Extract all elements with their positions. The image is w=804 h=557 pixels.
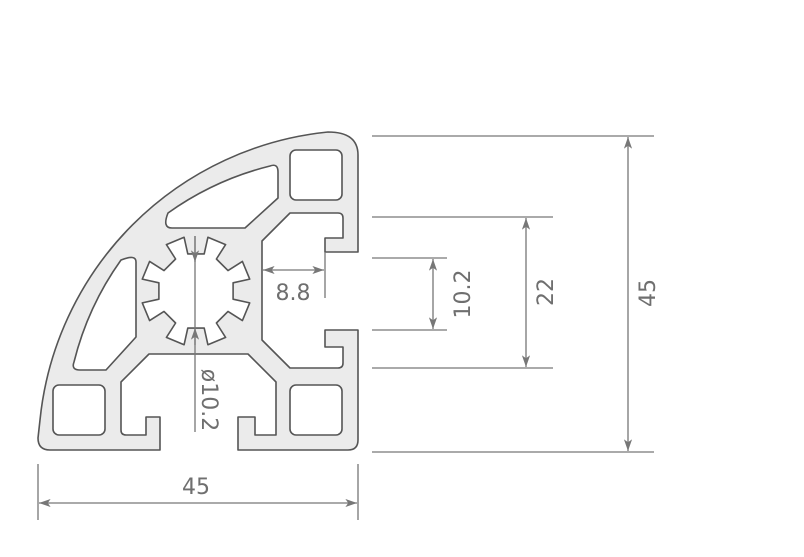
cavity-bottom-left — [52, 384, 106, 436]
width-label: 45 — [182, 475, 210, 500]
slot-depth-label: 8.8 — [276, 281, 311, 306]
slot-opening-label: 10.2 — [451, 270, 476, 319]
center-bore — [141, 236, 251, 346]
cavity-left-arc — [72, 256, 137, 371]
height-label: 45 — [636, 279, 661, 307]
cavity-bottom-right — [289, 384, 343, 436]
cavity-top-right — [289, 149, 343, 201]
slot-span-label: 22 — [534, 278, 559, 306]
cavity-top-arc — [164, 164, 279, 229]
bore-label: ø10.2 — [196, 369, 221, 431]
